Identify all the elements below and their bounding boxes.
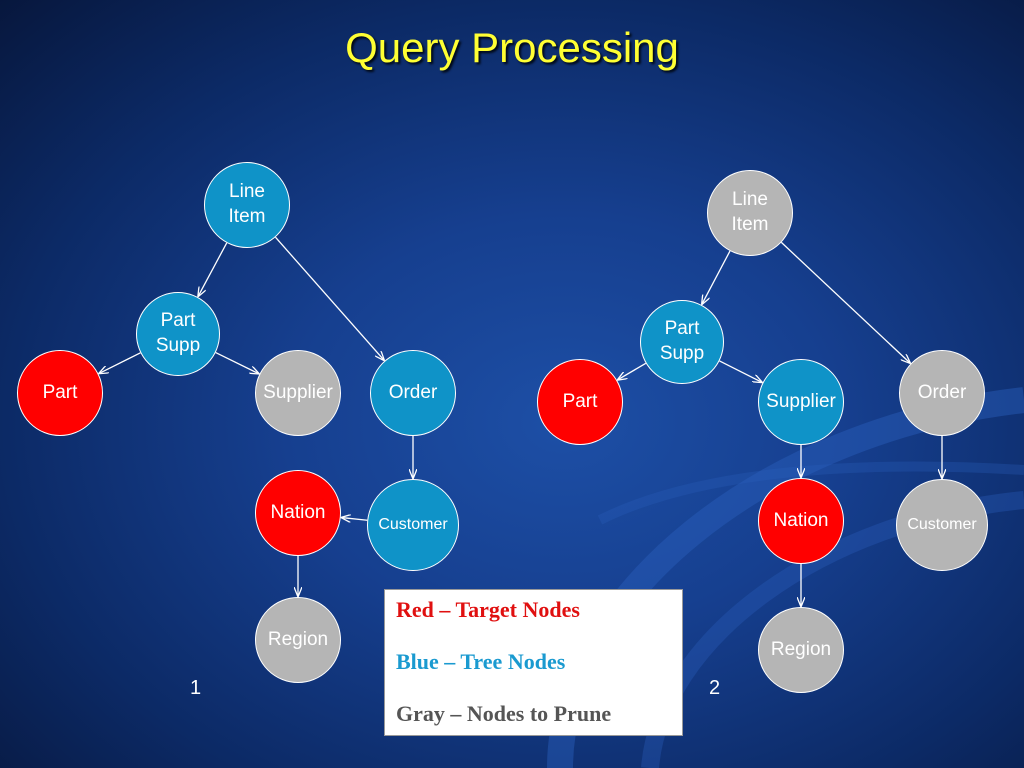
graph-1-edge-lineitem-to-order [274, 236, 383, 360]
legend-red-entry: Red – Target Nodes [396, 597, 580, 622]
graph-1-edge-customer-to-nation [342, 518, 368, 521]
graph-2-node-part: Part [537, 359, 623, 445]
graph-2-node-order: Order [899, 350, 985, 436]
graph-2-edge-partsupp-to-part [618, 362, 647, 379]
graph-1-node-partsupp: Part Supp [136, 292, 220, 376]
graph-2-edge-lineitem-to-partsupp [702, 250, 731, 304]
graph-2-edge-partsupp-to-supplier [719, 360, 762, 382]
graph-1-edge-partsupp-to-part [99, 352, 141, 374]
graph-1-node-region: Region [255, 597, 341, 683]
graph-1-node-nation: Nation [255, 470, 341, 556]
graph-1-edge-partsupp-to-supplier [215, 351, 259, 374]
graph-1-node-part: Part [17, 350, 103, 436]
legend-blue-entry: Blue – Tree Nodes [396, 649, 566, 674]
graph-2-label: 2 [709, 677, 721, 699]
legend-gray-entry: Gray – Nodes to Prune [396, 701, 612, 726]
graph-1-node-supplier: Supplier [255, 350, 341, 436]
graph-1-label: 1 [190, 677, 202, 699]
graph-2-node-lineitem: Line Item [707, 170, 793, 256]
graph-2-node-region: Region [758, 607, 844, 693]
graph-1-node-lineitem: Line Item [204, 162, 290, 248]
graph-2-node-supplier: Supplier [758, 359, 844, 445]
graph-2-node-customer: Customer [896, 479, 988, 571]
graph-1-node-customer: Customer [367, 479, 459, 571]
graph-1-node-order: Order [370, 350, 456, 436]
legend-box: Red – Target Nodes Blue – Tree Nodes Gra… [384, 589, 683, 736]
graph-1-edge-lineitem-to-partsupp [198, 242, 228, 296]
slide-title: Query Processing [345, 24, 679, 71]
graph-2-edge-lineitem-to-order [780, 241, 910, 362]
graph-2-node-partsupp: Part Supp [640, 300, 724, 384]
graph-2-node-nation: Nation [758, 478, 844, 564]
